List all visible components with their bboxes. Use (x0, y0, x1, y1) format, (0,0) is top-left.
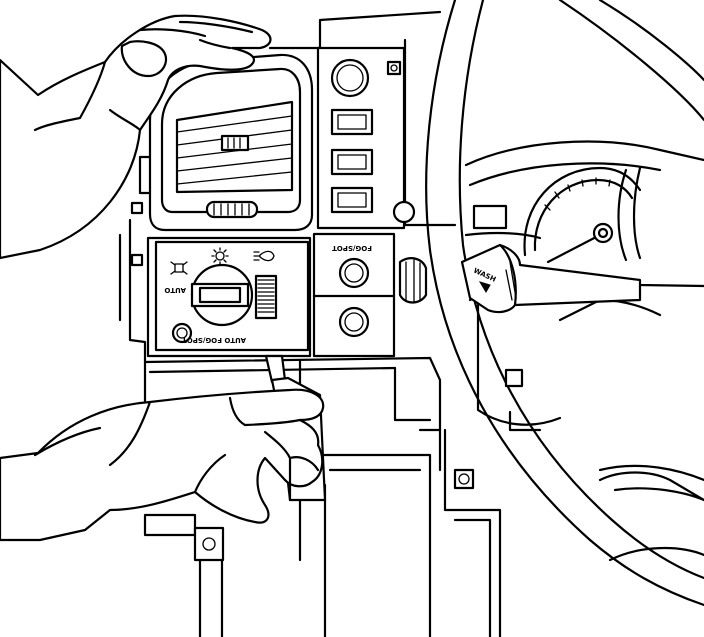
headlamp-switch-panel: AUTO AUTO FOG/SPOT (146, 236, 312, 358)
cluster-indicator-window (472, 204, 508, 230)
rocker-switch-3 (330, 186, 374, 214)
upper-hand (0, 14, 272, 260)
headlamp-icon (253, 250, 275, 262)
column-adjust-knob (398, 257, 428, 304)
aux-switch-panel: FOG/SPOT (312, 232, 396, 358)
sun-icon (211, 247, 229, 265)
instrument-cluster (464, 140, 704, 264)
dial-label-bottom: AUTO FOG/SPOT (182, 336, 246, 344)
lower-fastener (453, 468, 475, 490)
air-vent-assembly (148, 53, 314, 232)
rocker-switch-1 (330, 108, 374, 136)
lower-hand (0, 388, 325, 542)
air-vent-thumbwheel (205, 200, 259, 219)
aux-switch-label: FOG/SPOT (332, 244, 372, 252)
gauge-needle (546, 233, 602, 264)
parking-lamp-icon (170, 261, 188, 275)
headlamp-aux-button (171, 322, 193, 344)
switch-bank (316, 46, 416, 230)
fog-spot-button (338, 257, 370, 289)
aux-lower-button (338, 306, 370, 338)
rocker-switch-2 (330, 148, 374, 176)
air-vent-tab (220, 134, 250, 152)
steering-wheel (425, 0, 704, 607)
wiper-washer-stalk: WASH (460, 243, 642, 314)
dial-label-left: AUTO (164, 286, 186, 294)
